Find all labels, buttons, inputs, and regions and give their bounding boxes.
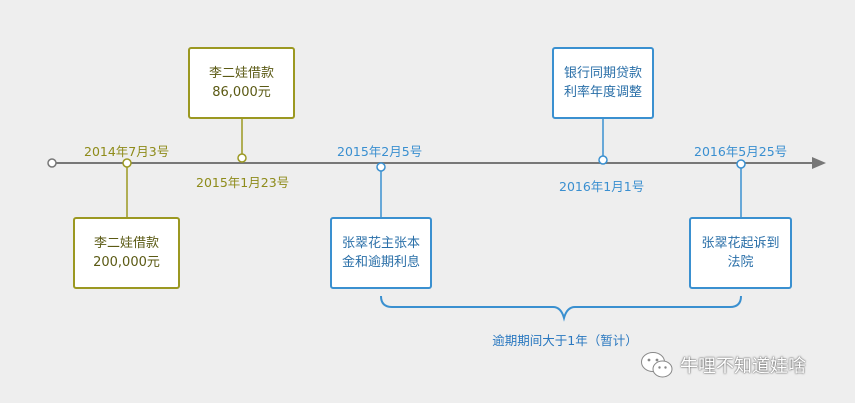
date-label-e5: 2016年5月25号: [694, 144, 788, 159]
marker-e5: [736, 159, 746, 169]
event-box-e4: 银行同期贷款 利率年度调整: [552, 47, 654, 119]
event-text-line: 李二娃借款: [93, 236, 159, 251]
event-text-line: 200,000元: [93, 255, 160, 270]
event-box-e5: 张翠花起诉到 法院: [689, 217, 792, 289]
event-box-e3: 张翠花主张本 金和逾期利息: [330, 217, 432, 289]
period-brace: [380, 295, 742, 322]
watermark-text: 牛哩不知道娃啥: [680, 356, 806, 377]
date-label-e2: 2015年1月23号: [196, 175, 290, 190]
marker-e4: [598, 155, 608, 165]
event-text-line: 银行同期贷款: [563, 66, 642, 81]
event-text-line: 利率年度调整: [563, 85, 642, 100]
marker-e3: [376, 162, 386, 172]
event-text-line: 法院: [727, 255, 754, 270]
date-label-e4: 2016年1月1号: [559, 179, 645, 194]
wechat-icon: [641, 352, 673, 378]
marker-e1: [122, 158, 132, 168]
event-box-e1: 李二娃借款 200,000元: [73, 217, 180, 289]
date-label-e1: 2014年7月3号: [84, 144, 170, 159]
period-label: 逾期期间大于1年（暂计）: [492, 333, 638, 348]
axis-start-marker: [47, 158, 57, 168]
event-box-e2: 李二娃借款 86,000元: [188, 47, 295, 119]
event-text-line: 李二娃借款: [208, 66, 274, 81]
marker-e2: [237, 153, 247, 163]
axis-arrowhead: [812, 157, 826, 169]
event-text-line: 金和逾期利息: [341, 255, 420, 270]
event-text-line: 86,000元: [212, 85, 271, 100]
event-text-line: 张翠花起诉到: [701, 236, 780, 251]
date-label-e3: 2015年2月5号: [337, 144, 423, 159]
event-text-line: 张翠花主张本: [341, 236, 420, 251]
watermark: 牛哩不知道娃啥: [640, 351, 806, 379]
